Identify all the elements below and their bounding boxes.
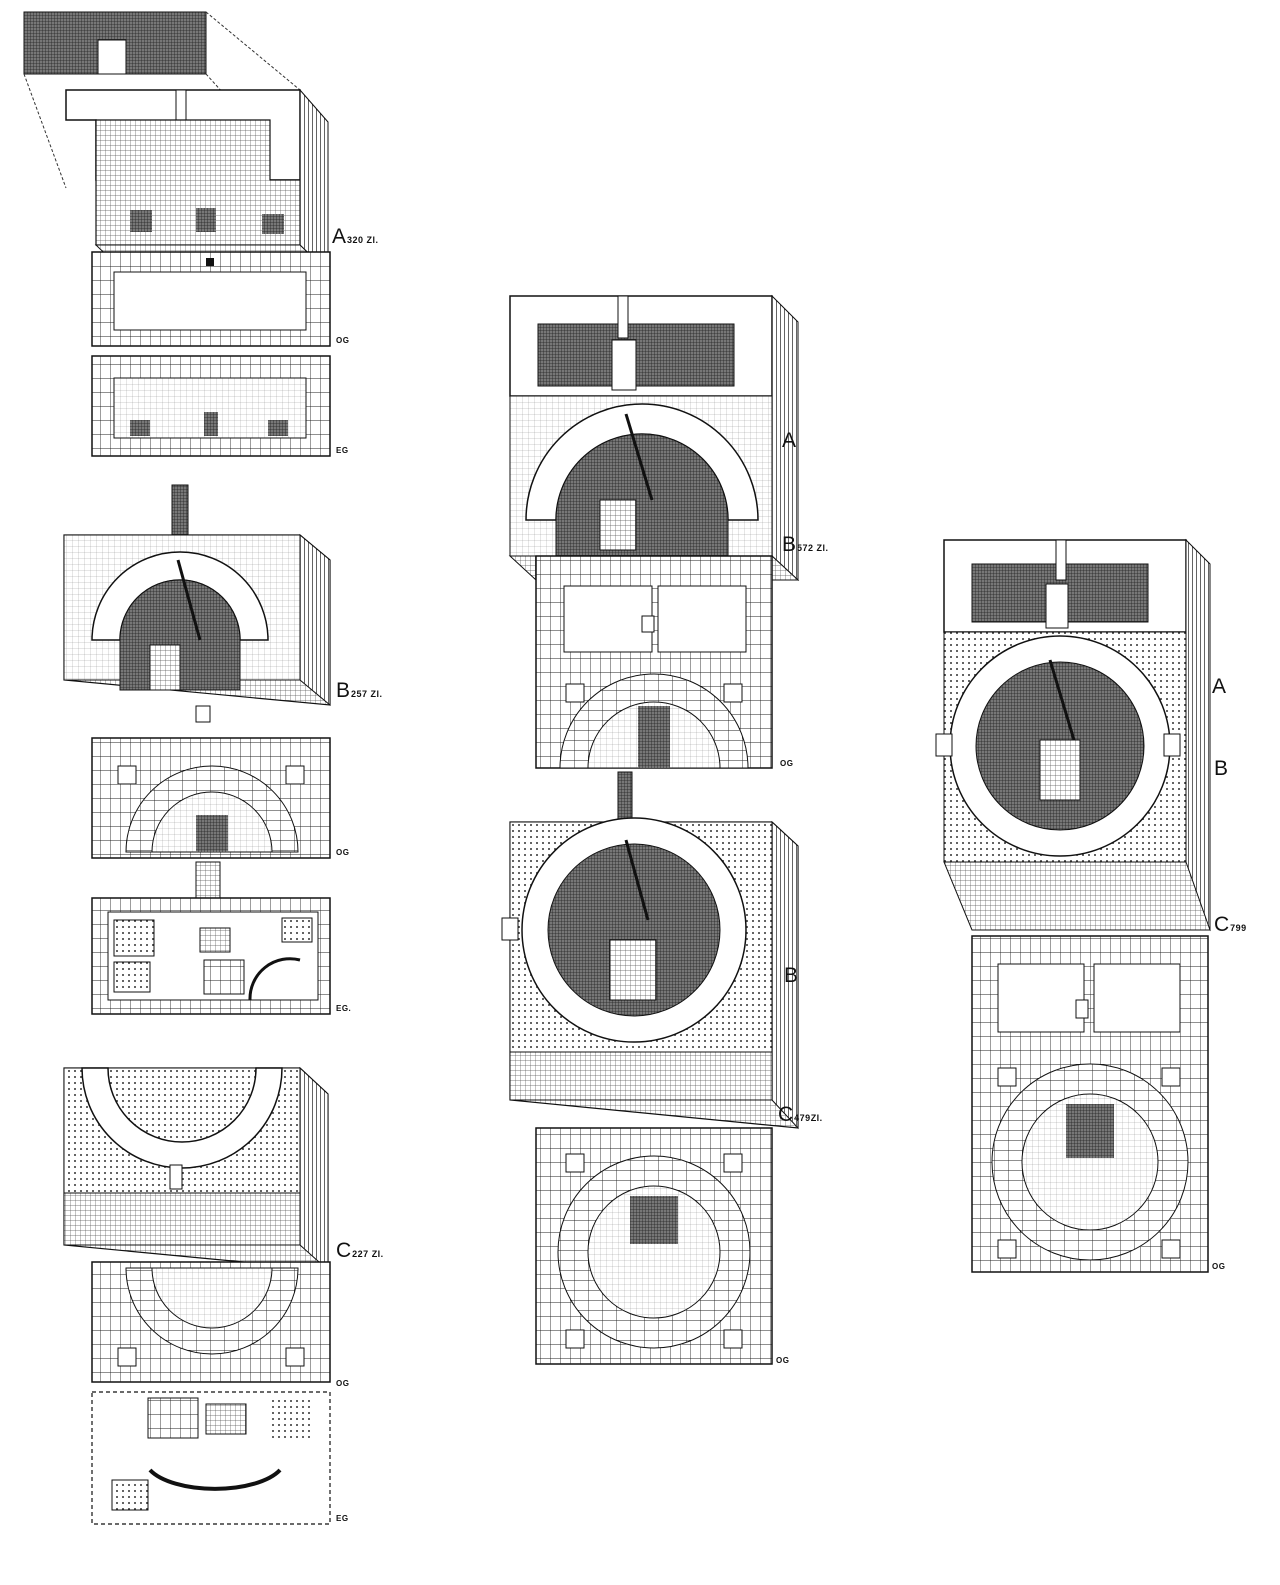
label-col2-og1: OG [780,759,794,768]
label-col1-block-c: C227 Zl. [336,1239,384,1262]
block-a-eg-plan [91,355,331,457]
block-bc-axonometric [501,771,799,1130]
label-col2-block-b: B572 Zl. [782,533,829,556]
label-col1-c-og: OG [336,1379,350,1388]
label-col1-block-a: A320 Zl. [332,225,379,248]
label-col1-block-b: B257 Zl. [336,679,383,702]
label-col2-og2: OG [776,1356,790,1365]
block-c-eg-plan [91,1391,331,1525]
block-ab-axonometric [508,294,800,582]
label-col3-og: OG [1212,1262,1226,1271]
label-col2-b2: B [784,964,799,987]
label-col2-a: A [782,429,797,452]
label-col1-a-og: OG [336,336,350,345]
block-b-eg-plan [91,861,331,1015]
block-bc-og-plan [535,1127,773,1365]
block-c-axonometric [63,1066,329,1272]
block-a-og-plan [91,251,331,347]
block-b-axonometric [63,484,331,707]
block-a-axonometric [23,11,330,274]
label-col1-c-eg: EG [336,1514,349,1523]
label-col2-block-c: C479Zl. [778,1103,823,1126]
block-abc-axonometric [935,538,1211,932]
block-b-og-plan [91,705,331,859]
label-col1-b-og: OG [336,848,350,857]
label-col1-b-eg: EG. [336,1004,352,1013]
label-col3-b: B [1214,757,1229,780]
label-col3-block-c: C799 [1214,913,1247,936]
block-c-og-plan [91,1261,331,1383]
label-col3-a: A [1212,675,1227,698]
block-abc-og-plan [971,935,1209,1273]
label-col1-a-eg: EG [336,446,349,455]
block-ab-og-plan [535,555,773,769]
